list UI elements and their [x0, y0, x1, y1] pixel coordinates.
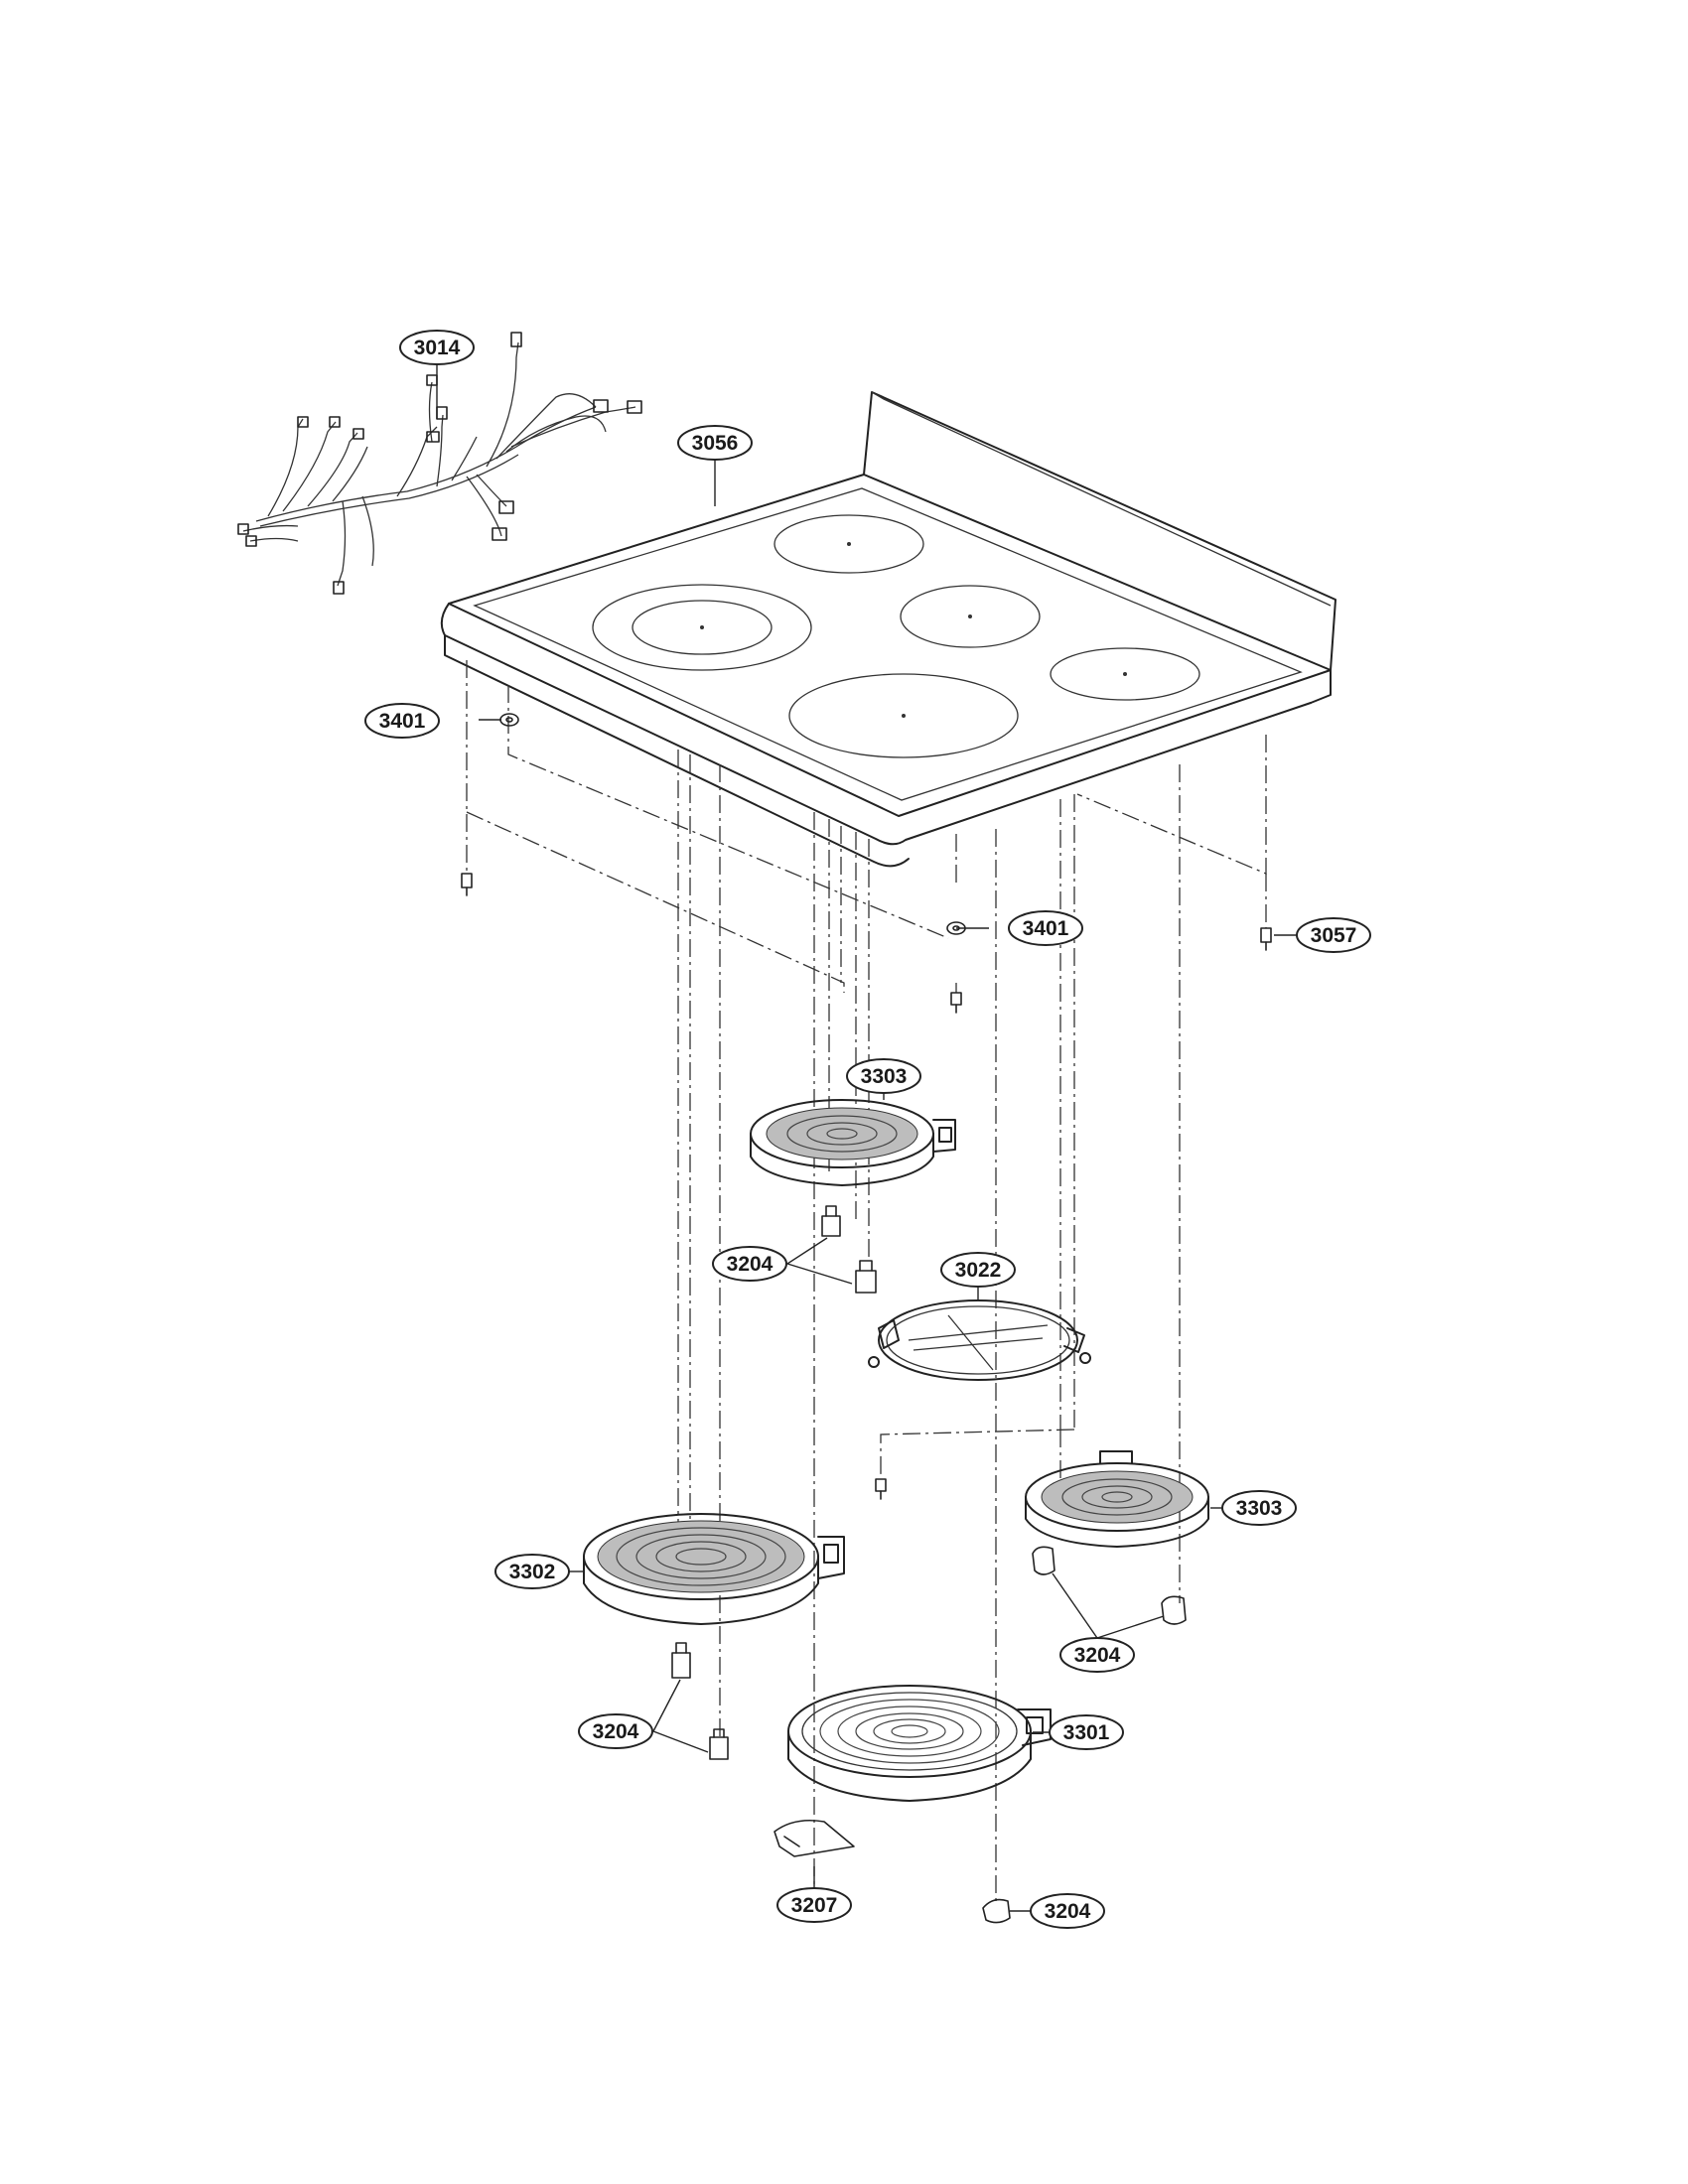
bracket-upper-a — [821, 1205, 841, 1237]
bracket-bottom — [982, 1898, 1011, 1924]
cushion-left — [499, 713, 519, 727]
bracket-left-b — [709, 1728, 729, 1760]
svg-text:3301: 3301 — [1063, 1721, 1110, 1744]
bracket-left-a — [671, 1642, 691, 1679]
callout-3204-right: 3204 — [1059, 1637, 1135, 1673]
svg-text:3204: 3204 — [1045, 1900, 1091, 1923]
callout-3057: 3057 — [1296, 917, 1371, 953]
callout-3303-upper: 3303 — [846, 1058, 921, 1094]
callout-3204-left: 3204 — [578, 1713, 653, 1749]
screw-left — [461, 873, 473, 896]
svg-text:3303: 3303 — [1236, 1497, 1283, 1520]
radiant-heater-bottom — [787, 1685, 1052, 1802]
svg-text:3056: 3056 — [692, 432, 739, 455]
svg-text:3057: 3057 — [1311, 924, 1357, 947]
svg-text:3303: 3303 — [861, 1065, 908, 1088]
svg-text:3401: 3401 — [379, 710, 426, 733]
svg-text:3302: 3302 — [509, 1561, 556, 1583]
radiant-heater-right — [1025, 1450, 1209, 1548]
callout-3022: 3022 — [940, 1252, 1016, 1288]
callout-3014: 3014 — [399, 330, 475, 365]
callout-3301: 3301 — [1049, 1714, 1124, 1750]
svg-text:3022: 3022 — [955, 1259, 1002, 1282]
svg-text:3014: 3014 — [414, 337, 461, 359]
svg-text:3204: 3204 — [727, 1253, 774, 1276]
svg-text:3204: 3204 — [1074, 1644, 1121, 1667]
screw-lower — [875, 1478, 887, 1500]
wire-harness — [242, 341, 636, 587]
bracket-right-b — [1161, 1595, 1187, 1625]
screw-center — [950, 992, 962, 1014]
callout-3204-bottom: 3204 — [1030, 1893, 1105, 1929]
radiant-heater-upper — [750, 1099, 956, 1186]
harness-connectors — [237, 332, 642, 595]
callout-3401-right: 3401 — [1008, 910, 1083, 946]
assembly-lines — [466, 660, 1267, 1906]
bracket-3207 — [774, 1819, 855, 1857]
svg-text:3401: 3401 — [1023, 917, 1069, 940]
heater-bracket — [868, 1299, 1091, 1381]
callout-3204-upper: 3204 — [712, 1246, 787, 1282]
callout-3207: 3207 — [776, 1887, 852, 1923]
radiant-heater-left — [583, 1513, 845, 1625]
leader-lines — [436, 364, 1297, 1912]
bracket-upper-b — [855, 1260, 877, 1294]
bracket-right-a — [1032, 1546, 1055, 1575]
cooktop-glass — [440, 391, 1336, 868]
svg-text:3204: 3204 — [593, 1720, 639, 1743]
callout-3303-right: 3303 — [1221, 1490, 1297, 1526]
svg-text:3207: 3207 — [791, 1894, 838, 1917]
callout-3302: 3302 — [494, 1554, 570, 1589]
callouts: 3014 3056 3401 3401 3057 3303 3204 3022 — [364, 330, 1371, 1929]
callout-3401-left: 3401 — [364, 703, 440, 739]
screw-right — [1260, 927, 1272, 951]
callout-3056: 3056 — [677, 425, 753, 461]
